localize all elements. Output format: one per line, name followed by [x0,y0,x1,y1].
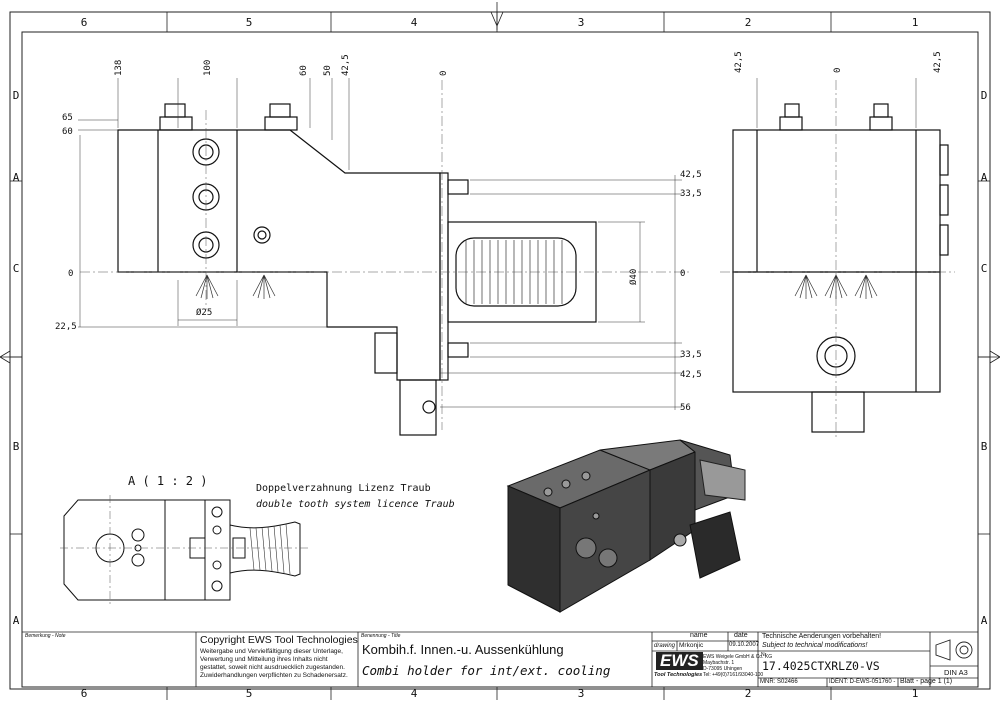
company-address: EWS Weigele GmbH & Co. KG Maybachstr. 1 … [703,654,772,678]
dim-r42-5b: 42,5 [680,370,702,380]
dim-22-5: 22,5 [55,322,77,332]
col-label: 4 [411,687,418,700]
title-english: Combi holder for int/ext. cooling [362,663,611,678]
copyright-text: Weitergabe und Vervielfältigung dieser U… [200,648,348,680]
row-label: A [13,614,20,627]
drawing-name: Mrkonjic [679,642,704,649]
company-line: EWS Weigele GmbH & Co. KG [703,654,773,660]
col-label: 6 [81,687,88,700]
row-label: D [13,89,20,102]
copyright-line: Zuwiderhandlungen verpflichten zu Schade… [200,672,348,679]
border-labels: 6 5 4 3 2 1 6 5 4 3 2 1 D A C B A D A C … [13,16,988,700]
blatt-page: Blatt - page 1 (1) [900,678,953,685]
col-label: 2 [745,16,752,29]
col-label: 3 [578,687,585,700]
dim-r33-5b: 33,5 [680,350,702,360]
din-format: DIN A3 [944,668,968,677]
side-dimension-text: 42,5 0 42,5 [734,51,943,73]
dim-side-42-5: 42,5 [734,51,744,73]
dim-r56: 56 [680,403,691,413]
col-label: 1 [912,687,919,700]
copyright-line: Weitergabe und Vervielfältigung dieser U… [200,648,343,655]
copyright-line: Verwertung und Mitteilung ihres Inhalts … [200,656,328,663]
detail-a-label: A ( 1 : 2 ) [128,474,207,488]
col-label: 1 [912,16,919,29]
row-label: B [13,440,20,453]
dim-60: 60 [299,65,309,76]
dim-d25: Ø25 [196,307,212,318]
ews-logo: EWS [656,652,703,670]
dim-42-5: 42,5 [341,54,351,76]
mnr: MNR: S02466 [760,679,798,685]
drawing-label: drawing [654,643,676,649]
part-number: 17.4025CTXRLZ0-VS [762,659,880,673]
front-dimension-lines [78,78,682,410]
company-line: Maybachstr. 1 [703,660,735,666]
note-german: Doppelverzahnung Lizenz Traub [256,483,431,494]
detail-a-centerlines [60,495,310,605]
detail-a-view [63,499,301,601]
dim-100: 100 [203,60,213,76]
border-ticks [10,12,990,700]
ident: IDENT: D-EWS-051760 - [829,679,896,685]
projection-symbol-icon [935,639,973,661]
row-label: D [981,89,988,102]
benennung-label: Benennung - Title [361,633,401,639]
dim-r42-5: 42,5 [680,170,702,180]
dim-138: 138 [114,60,124,76]
dim-0-left: 0 [68,269,73,279]
side-dimension-lines [756,78,917,128]
front-centerlines [80,80,690,430]
dim-0: 0 [439,71,449,76]
col-label: 5 [246,16,253,29]
col-label: 6 [81,16,88,29]
change-note-de: Technische Aenderungen vorbehalten! [762,633,882,640]
centering-marks [0,2,1000,364]
dim-side-0: 0 [833,68,843,73]
row-label: A [13,171,20,184]
name-header: name [690,632,708,639]
col-label: 2 [745,687,752,700]
dim-side-42-5b: 42,5 [933,51,943,73]
side-centerlines [720,80,955,440]
dim-r0: 0 [680,269,685,279]
coolant-spray-icons [195,274,276,299]
front-dimension-text: 138 100 60 50 42,5 0 65 60 0 22,5 Ø25 Ø4… [55,54,702,413]
company-line: D-73095 Uhingen [703,666,743,672]
dim-r33-5: 33,5 [680,189,702,199]
col-label: 4 [411,16,418,29]
title-block-lines [22,631,978,687]
title-german: Kombih.f. Innen.-u. Aussenkühlung [362,642,564,657]
isometric-view [506,439,746,613]
drawing-date: 09.10.2007 [729,642,760,648]
col-label: 5 [246,687,253,700]
bemerkung-label: Bemerkung - Note [25,633,66,639]
copyright-line: gestattet, soweit nicht ausdruecklich zu… [200,664,345,671]
dim-60-left: 60 [62,127,73,137]
row-label: A [981,171,988,184]
dim-50: 50 [323,65,333,76]
date-header: date [734,632,748,639]
note-english: double tooth system licence Traub [256,499,455,510]
row-label: C [981,262,988,275]
company-line: Tel: +49(0)7161/93040-100 [703,672,764,678]
change-note-en: Subject to technical modifications! [762,642,868,649]
outer-frame [9,11,991,690]
row-label: C [13,262,20,275]
col-label: 3 [578,16,585,29]
front-view [117,103,597,436]
nr-label: Nr [761,652,767,658]
detail-a-serrations [249,523,291,575]
side-view [732,103,949,433]
dim-65: 65 [62,113,73,123]
row-label: A [981,614,988,627]
dim-d40: Ø40 [628,269,639,285]
inner-frame [21,31,979,688]
copyright-title: Copyright EWS Tool Technologies [200,634,358,646]
row-label: B [981,440,988,453]
ews-logo-sub: Tool Technologies [654,672,703,678]
